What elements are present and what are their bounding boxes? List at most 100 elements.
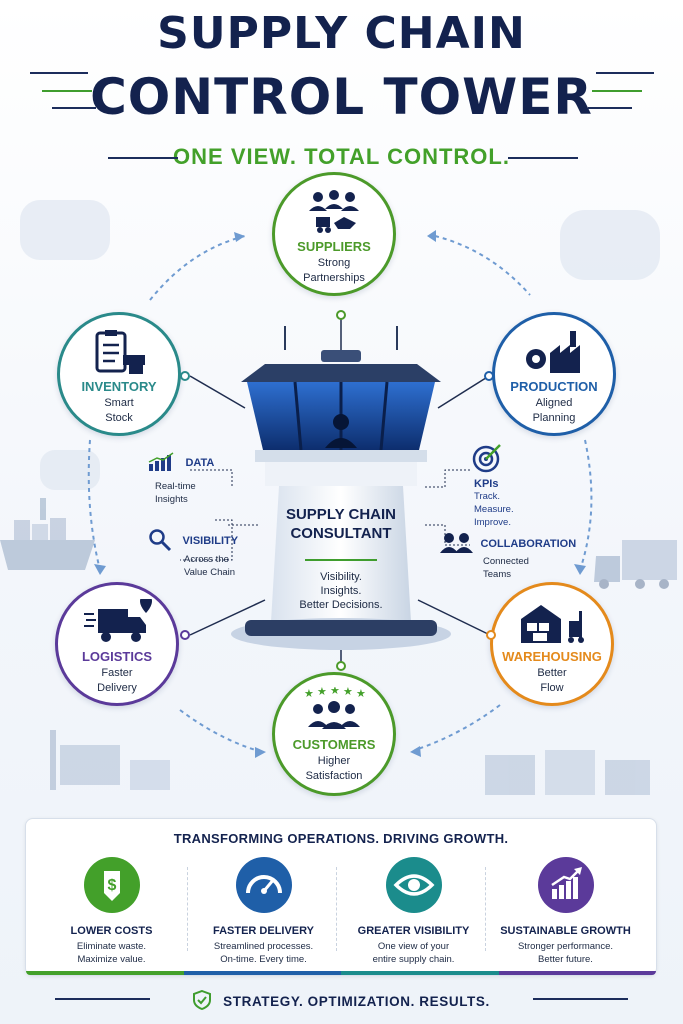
dollar-tag-icon: $ <box>83 857 140 913</box>
ship-illustration <box>0 498 95 570</box>
factory-gear-icon <box>526 331 580 373</box>
benefit-faster-delivery: FASTER DELIVERY Streamlined processes. O… <box>186 857 341 966</box>
collaboration-desc: Connected Teams <box>483 555 529 581</box>
control-tower <box>231 326 451 650</box>
tagline: ONE VIEW. TOTAL CONTROL. <box>173 144 510 169</box>
kpis-line-3: Improve. <box>474 517 511 528</box>
divider <box>485 867 487 951</box>
inventory-line-2: Stock <box>105 412 133 424</box>
tower-sub-line-2: Insights. <box>320 585 362 597</box>
eye-icon <box>385 857 442 913</box>
decor-line <box>108 157 178 159</box>
truck-illustration <box>594 540 677 589</box>
visibility-line-1: Across the <box>184 554 229 565</box>
kpis-line-1: Track. <box>474 491 501 502</box>
color-stripe <box>26 971 656 975</box>
suppliers-handshake-icon <box>309 190 359 233</box>
node-inventory[interactable]: INVENTORY Smart Stock <box>57 312 181 436</box>
tower-label: SUPPLY CHAIN CONSULTANT <box>241 505 441 543</box>
decor-line <box>508 157 578 159</box>
benefit-title: SUSTAINABLE GROWTH <box>500 925 631 937</box>
tower-label-line-2: CONSULTANT <box>290 525 392 542</box>
tower-sub-line-3: Better Decisions. <box>299 599 383 611</box>
benefit-line-2: entire supply chain. <box>372 954 455 965</box>
svg-text:$: $ <box>107 877 116 894</box>
title-line-1: SUPPLY CHAIN <box>157 8 526 59</box>
benefit-line-1: Eliminate waste. <box>76 941 147 952</box>
warehousing-connector-dot <box>486 630 496 640</box>
data-desc: Real-time Insights <box>155 480 196 506</box>
production-connector-dot <box>484 371 494 381</box>
logistics-connector-dot <box>180 630 190 640</box>
node-logistics[interactable]: LOGISTICS Faster Delivery <box>55 582 179 706</box>
decor-line <box>42 90 92 92</box>
panel-title: TRANSFORMING OPERATIONS. DRIVING GROWTH. <box>173 831 509 846</box>
kpis-line-2: Measure. <box>474 504 514 515</box>
svg-text:★: ★ <box>343 687 353 698</box>
svg-text:★: ★ <box>356 688 366 700</box>
collaboration-title: COLLABORATION <box>480 538 577 551</box>
benefit-line-1: Stronger performance. <box>517 941 614 952</box>
collaboration-line-1: Connected <box>483 556 529 567</box>
suppliers-connector-dot <box>336 310 346 320</box>
production-line-2: Planning <box>532 412 576 424</box>
tower-subtext: Visibility. Insights. Better Decisions. <box>241 570 441 612</box>
benefit-line-2: Better future. <box>538 954 593 965</box>
divider <box>336 867 338 951</box>
benefit-line-2: On-time. Every time. <box>220 954 307 965</box>
visibility-line-2: Value Chain <box>184 567 236 578</box>
speedometer-icon <box>235 857 292 913</box>
svg-text:★: ★ <box>330 687 340 697</box>
logistics-line-2: Delivery <box>97 682 137 694</box>
data-title: DATA <box>185 457 215 470</box>
clipboard-boxes-icon <box>95 330 145 374</box>
benefit-line-1: One view of your <box>377 941 450 952</box>
customers-line-1: Higher <box>317 755 351 767</box>
divider <box>187 867 189 951</box>
title-line-2: CONTROL TOWER <box>90 68 593 126</box>
footer: STRATEGY. OPTIMIZATION. RESULTS. <box>0 989 683 1011</box>
logistics-title: LOGISTICS <box>81 649 153 664</box>
benefit-title: LOWER COSTS <box>70 925 153 937</box>
node-suppliers[interactable]: SUPPLIERS Strong Partnerships <box>272 172 396 296</box>
benefit-lower-costs: $ LOWER COSTS Eliminate waste. Maximize … <box>34 857 189 966</box>
node-warehousing[interactable]: WAREHOUSING Better Flow <box>490 582 614 706</box>
side-data: DATA <box>147 452 237 472</box>
decor-line <box>588 107 632 109</box>
node-customers[interactable]: ★★★★★ CUSTOMERS Higher Satisfaction <box>272 672 396 796</box>
kpis-desc: KPIs Track. Measure. Improve. <box>474 478 514 529</box>
benefit-title: GREATER VISIBILITY <box>357 925 470 937</box>
suppliers-line-2: Partnerships <box>303 272 365 284</box>
svg-text:★: ★ <box>304 688 314 700</box>
node-production[interactable]: PRODUCTION Aligned Planning <box>492 312 616 436</box>
suppliers-line-1: Strong <box>317 257 351 269</box>
benefit-line-1: Streamlined processes. <box>213 941 314 952</box>
suppliers-title: SUPPLIERS <box>297 239 371 254</box>
inventory-line-1: Smart <box>104 397 134 409</box>
warehousing-line-2: Flow <box>540 682 564 694</box>
side-visibility: VISIBILITY <box>148 528 268 552</box>
shield-check-icon <box>193 989 212 1011</box>
target-icon <box>472 444 501 473</box>
warehousing-title: WAREHOUSING <box>502 649 602 664</box>
benefits-panel: TRANSFORMING OPERATIONS. DRIVING GROWTH.… <box>25 818 657 976</box>
growth-chart-icon <box>537 857 594 913</box>
data-line-2: Insights <box>155 494 188 505</box>
customers-line-2: Satisfaction <box>305 770 363 782</box>
benefit-greater-visibility: GREATER VISIBILITY One view of your enti… <box>336 857 491 966</box>
production-title: PRODUCTION <box>510 379 598 394</box>
decor-line <box>52 107 96 109</box>
benefit-sustainable-growth: SUSTAINABLE GROWTH Stronger performance.… <box>488 857 643 966</box>
side-collaboration: COLLABORATION <box>440 532 590 554</box>
benefit-line-2: Maximize value. <box>77 954 146 965</box>
inventory-title: INVENTORY <box>81 379 157 394</box>
customers-title: CUSTOMERS <box>292 737 376 752</box>
decor-line <box>592 90 642 92</box>
tower-sub-line-1: Visibility. <box>320 571 362 583</box>
warehouse-forklift-icon <box>521 605 584 643</box>
decor-line <box>30 72 88 74</box>
bar-chart-icon <box>148 452 174 471</box>
team-icon <box>440 533 473 553</box>
customers-stars-icon: ★★★★★ <box>304 687 366 729</box>
